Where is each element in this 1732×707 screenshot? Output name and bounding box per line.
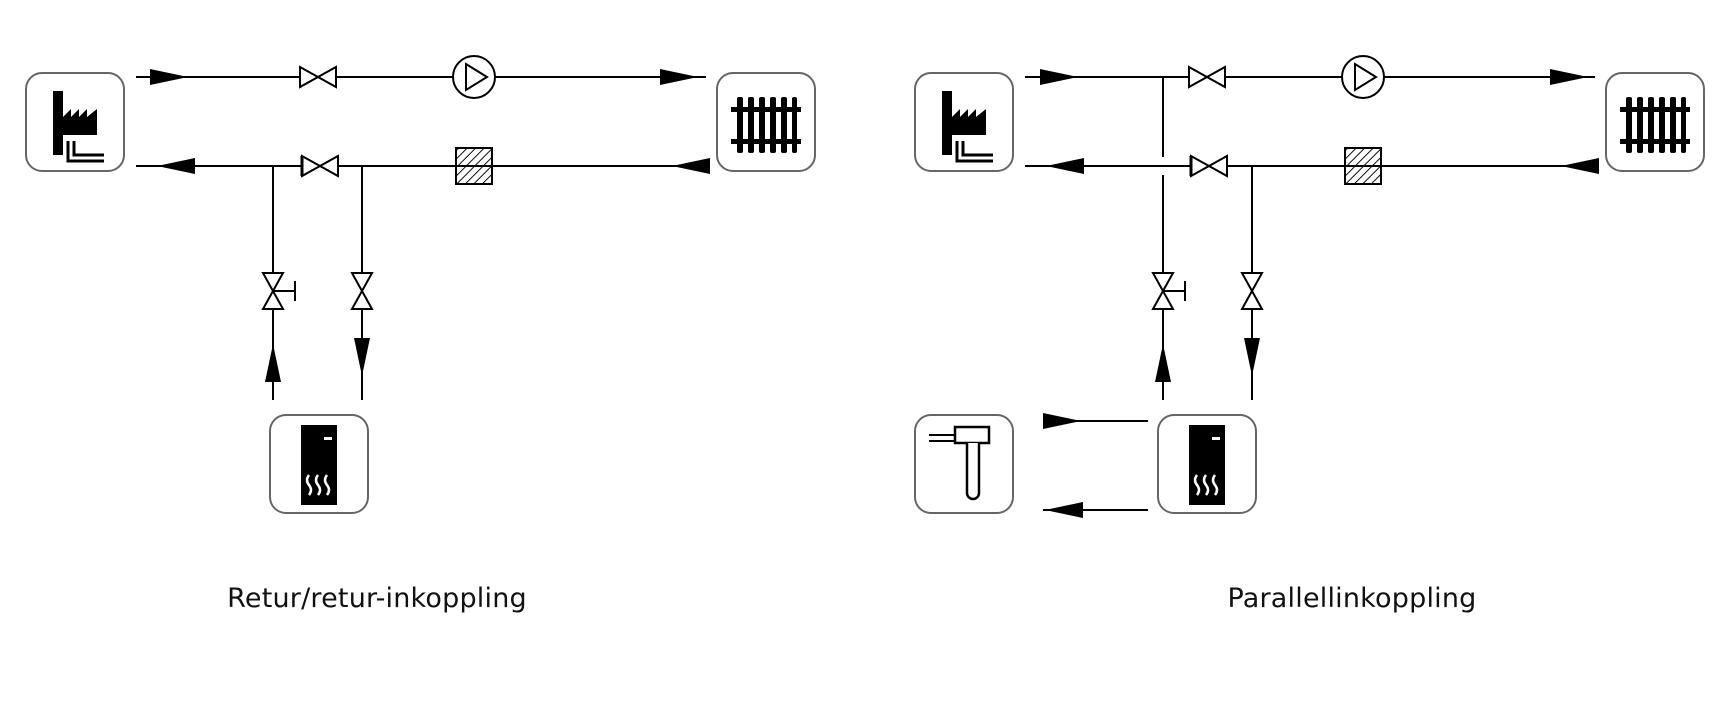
caption-return-return: Retur/retur-inkoppling: [227, 583, 527, 614]
flow-arrow-icon: [354, 338, 370, 376]
filter-icon: [455, 147, 493, 185]
flow-arrow-icon: [1045, 502, 1083, 518]
flow-arrow-icon: [1155, 344, 1171, 382]
shutoff-valve-icon: [1241, 272, 1263, 310]
flow-arrow-icon: [1561, 158, 1599, 174]
heat-unit-icon: [270, 415, 368, 513]
factory-icon: [915, 73, 1013, 171]
flow-arrow-icon: [150, 69, 188, 85]
flow-arrow-icon: [660, 69, 698, 85]
flow-arrow-icon: [1046, 158, 1084, 174]
filter-icon: [1344, 147, 1382, 185]
diagram-parallel: [915, 55, 1704, 518]
pump-icon: [452, 55, 496, 99]
flow-arrow-icon: [1043, 413, 1081, 429]
valve-icon: [1188, 66, 1226, 88]
regulating-valve-icon: [1152, 272, 1186, 310]
water-heater-icon: [915, 415, 1013, 513]
caption-parallel: Parallellinkoppling: [1227, 583, 1477, 614]
flow-arrow-icon: [1550, 69, 1588, 85]
flow-arrow-icon: [672, 158, 710, 174]
flow-arrow-icon: [265, 344, 281, 382]
flow-arrow-icon: [1244, 338, 1260, 376]
radiator-icon: [717, 73, 815, 171]
regulating-valve-icon: [262, 272, 296, 310]
valve-icon: [299, 66, 337, 88]
pump-icon: [1341, 55, 1385, 99]
shutoff-valve-icon: [351, 272, 373, 310]
heat-unit-icon: [1158, 415, 1256, 513]
factory-icon: [26, 73, 124, 171]
check-valve-icon: [300, 154, 340, 178]
check-valve-icon: [1189, 154, 1229, 178]
flow-arrow-icon: [1040, 69, 1078, 85]
diagram-return-return: [26, 55, 815, 513]
radiator-icon: [1606, 73, 1704, 171]
flow-arrow-icon: [157, 158, 195, 174]
